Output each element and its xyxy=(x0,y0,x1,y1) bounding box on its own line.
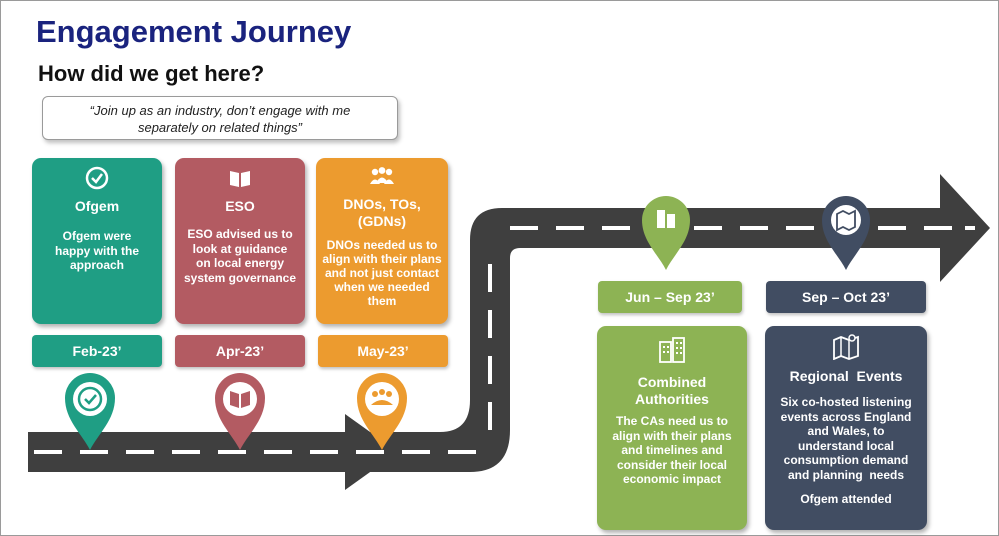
desc-line: events across England xyxy=(780,409,912,424)
badge-check-icon xyxy=(85,166,109,190)
book-icon xyxy=(230,171,250,187)
map-icon xyxy=(833,334,859,360)
desc-line: DNOs needed us to xyxy=(326,238,438,252)
desc-line: approach xyxy=(69,258,124,272)
title-line: DNOs, TOs, xyxy=(343,196,421,212)
desc-line: understand local xyxy=(797,438,895,453)
card-dnos-desc: DNOs needed us to align with their plans… xyxy=(316,238,448,308)
pin-eso xyxy=(215,373,265,450)
desc-line: them xyxy=(367,294,397,308)
card-regional-events-extra: Ofgem attended xyxy=(800,492,892,506)
page-subtitle: How did we get here? xyxy=(38,61,265,86)
city-buildings-icon xyxy=(659,337,685,363)
card-ofgem: Ofgem Ofgem were happy with the approach xyxy=(32,158,162,324)
card-eso-desc: ESO advised us to look at guidance on lo… xyxy=(175,227,305,285)
desc-line: on local energy xyxy=(195,256,285,270)
title-line: Combined xyxy=(637,374,707,390)
pin-regional-events xyxy=(822,196,870,270)
desc-line: and planning needs xyxy=(787,467,904,482)
desc-line: ESO advised us to xyxy=(187,227,293,241)
card-ofgem-title: Ofgem xyxy=(74,198,120,214)
date-dnos: May-23’ xyxy=(318,335,448,367)
desc-line: align with their plans xyxy=(612,428,732,443)
desc-line: consider their local xyxy=(616,457,728,472)
card-dnos-title: DNOs, TOs, (GDNs) xyxy=(316,196,448,230)
card-eso-title: ESO xyxy=(225,198,255,214)
quote-line-2: separately on related things” xyxy=(137,120,303,135)
desc-line: look at guidance xyxy=(192,241,288,256)
desc-line: and timelines and xyxy=(621,443,723,457)
card-ofgem-desc: Ofgem were happy with the approach xyxy=(32,229,162,273)
date-regional-events: Sep – Oct 23’ xyxy=(766,281,926,313)
desc-line: and Wales, to xyxy=(807,424,885,438)
desc-line: align with their plans xyxy=(322,252,442,266)
card-ca-desc: The CAs need us to align with their plan… xyxy=(597,414,747,487)
card-ca-title: Combined Authorities xyxy=(597,374,747,408)
s-curve-road xyxy=(370,208,590,472)
date-eso: Apr-23’ xyxy=(175,335,305,367)
card-eso: ESO ESO advised us to look at guidance o… xyxy=(175,158,305,324)
desc-line: when we needed xyxy=(334,280,430,294)
desc-line: system governance xyxy=(183,270,297,285)
pin-ofgem xyxy=(65,373,115,450)
title-line: Authorities xyxy=(635,391,709,407)
card-regional-events: Regional Events Six co-hosted listening … xyxy=(765,326,927,530)
desc-line: and not just contact xyxy=(325,266,439,280)
quote-line-1: “Join up as an industry, don’t engage wi… xyxy=(89,103,351,118)
lower-road xyxy=(28,414,398,490)
title-line: (GDNs) xyxy=(357,213,407,229)
people-group-icon xyxy=(370,167,394,184)
card-dnos: DNOs, TOs, (GDNs) DNOs needed us to alig… xyxy=(316,158,448,324)
card-regional-events-desc: Six co-hosted listening events across En… xyxy=(765,395,927,482)
date-ofgem: Feb-23’ xyxy=(32,335,162,367)
pin-dnos xyxy=(357,373,407,450)
desc-line: The CAs need us to xyxy=(615,414,728,428)
desc-line: economic impact xyxy=(622,472,722,486)
desc-line: Ofgem were xyxy=(62,229,132,243)
page-title: Engagement Journey xyxy=(36,14,352,49)
desc-line: Six co-hosted listening xyxy=(780,395,912,409)
card-combined-authorities: Combined Authorities The CAs need us to … xyxy=(597,326,747,530)
desc-line: consumption demand xyxy=(783,453,909,467)
pin-combined-authorities xyxy=(642,196,690,270)
date-combined-authorities: Jun – Sep 23’ xyxy=(598,281,742,313)
desc-line: happy with the xyxy=(55,243,139,258)
quote-callout: “Join up as an industry, don’t engage wi… xyxy=(42,96,398,140)
card-regional-events-title: Regional Events xyxy=(789,368,903,384)
upper-road xyxy=(580,174,990,282)
